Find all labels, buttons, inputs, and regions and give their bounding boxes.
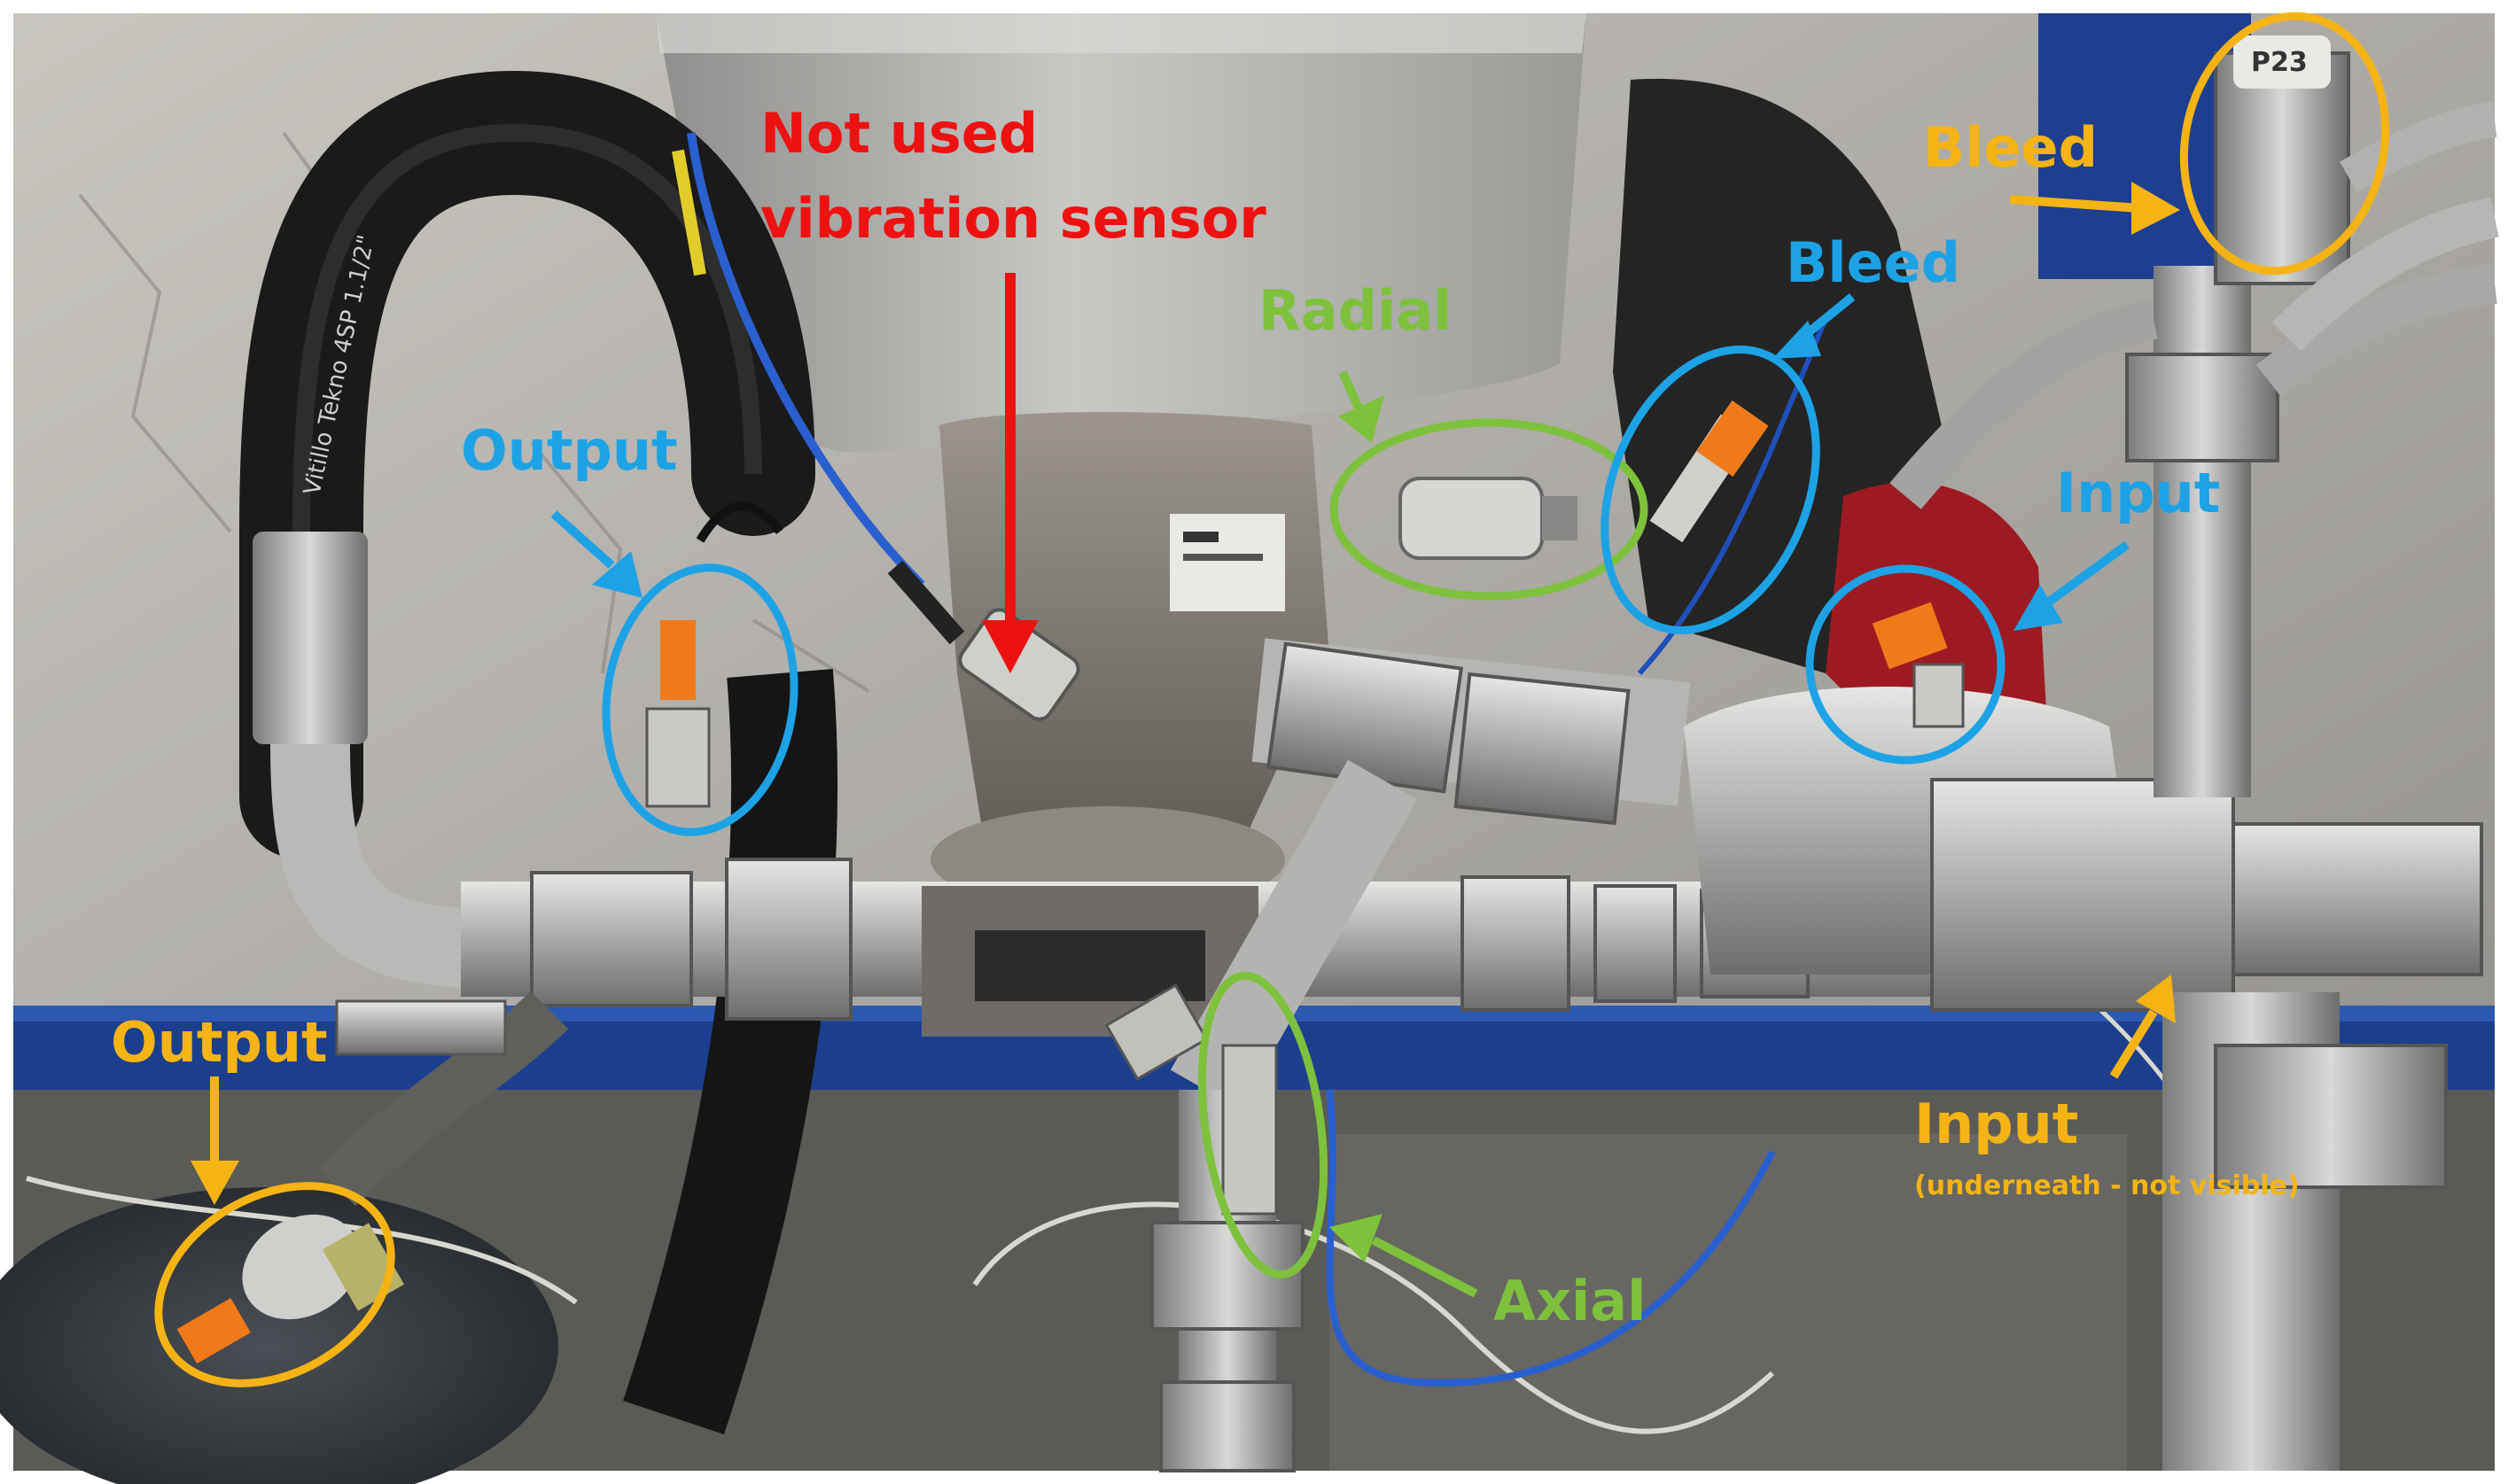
label-output-blue: Output (461, 418, 678, 483)
annotation-input-orange: Input (underneath - not visible) (1914, 975, 2300, 1201)
label-bleed-orange: Bleed (1923, 115, 2098, 180)
circle-output-blue (602, 563, 798, 836)
circle-input-blue (1805, 564, 2006, 765)
circle-bleed-blue (1601, 346, 1820, 634)
arrowhead-not-used (982, 620, 1039, 673)
label-input-blue: Input (2056, 461, 2220, 525)
annotation-not-used: Not used vibration sensor (760, 101, 1266, 673)
annotation-radial: Radial (1258, 278, 1648, 601)
arrow-axial (1371, 1236, 1478, 1298)
arrowhead-input-blue (2013, 585, 2063, 631)
circle-radial (1329, 418, 1648, 601)
arrow-bleed-orange (2009, 195, 2141, 213)
arrow-input-blue (2036, 540, 2130, 614)
arrowhead-radial (1338, 395, 1384, 443)
pump-assembly: Vitillo Tekno 4SP 1.1/2" P23 (176, 13, 2499, 1472)
annotation-output-blue: Output (461, 418, 798, 836)
tag-p23: P23 (2251, 47, 2308, 78)
arrow-input-orange (2109, 1009, 2158, 1079)
circle-output-orange (154, 1182, 395, 1387)
arrowhead-bleed-orange (2131, 182, 2180, 235)
label-not-used-line1: Not used (760, 101, 1038, 166)
arrowhead-output-orange (191, 1161, 239, 1205)
circle-axial (1197, 971, 1328, 1279)
arrowhead-axial (1329, 1214, 1383, 1263)
annotations: Not used vibration sensor Radial Bleed B… (111, 12, 2390, 1387)
annotation-axial: Axial (1197, 971, 1646, 1333)
label-bleed-blue: Bleed (1786, 230, 1960, 295)
label-output-orange: Output (111, 1010, 328, 1075)
annotation-bleed-orange: Bleed (1923, 12, 2390, 276)
annotation-input-blue: Input (1805, 461, 2220, 765)
label-not-used-line2: vibration sensor (760, 186, 1266, 251)
label-input-orange-note: (underneath - not visible) (1914, 1170, 2300, 1201)
annotation-bleed-blue: Bleed (1601, 230, 1960, 634)
arrowhead-bleed-blue (1772, 321, 1821, 359)
label-input-orange: Input (1914, 1092, 2078, 1156)
arrowhead-output-blue (592, 551, 643, 598)
label-radial: Radial (1258, 278, 1452, 343)
label-axial: Axial (1493, 1269, 1646, 1333)
circle-bleed-orange (2179, 12, 2390, 276)
arrowhead-input-orange (2136, 975, 2176, 1023)
arrow-radial (1338, 369, 1365, 415)
arrow-output-blue (550, 510, 615, 569)
annotation-output-orange: Output (111, 1010, 395, 1387)
